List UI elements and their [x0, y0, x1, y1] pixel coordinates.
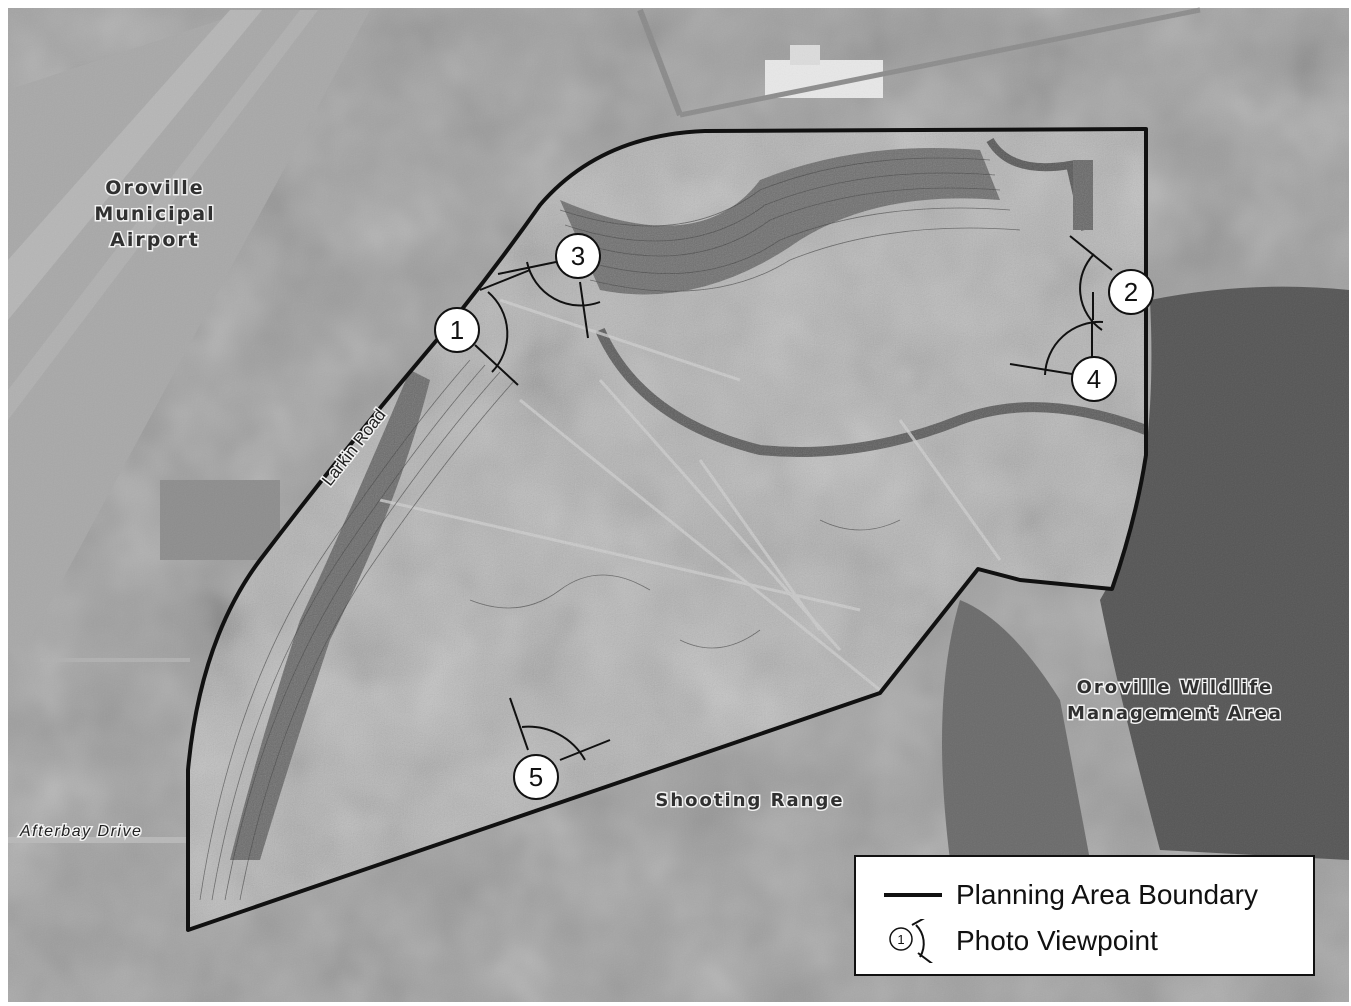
svg-text:3: 3 — [571, 241, 585, 271]
legend-row-viewpoint: 1 Photo Viewpoint — [856, 919, 1158, 963]
afterbay-drive-label: Afterbay Drive — [19, 823, 142, 840]
svg-text:Municipal: Municipal — [94, 203, 215, 225]
viewpoint-symbol-icon: 1 — [889, 919, 933, 963]
airport-label: Oroville Municipal Airport — [93, 176, 215, 253]
photo-viewpoint-5[interactable]: 5 — [509, 697, 611, 800]
svg-text:Management Area: Management Area — [1067, 703, 1283, 724]
boundary-line-swatch — [884, 893, 942, 897]
svg-text:Oroville: Oroville — [105, 177, 204, 199]
svg-text:5: 5 — [529, 762, 543, 792]
shooting-range-label: Shooting Range — [655, 790, 844, 811]
photo-viewpoint-4[interactable]: 4 — [1009, 320, 1117, 402]
legend-viewpoint-label: Photo Viewpoint — [956, 925, 1158, 956]
svg-text:4: 4 — [1087, 364, 1101, 394]
photo-viewpoint-3[interactable]: 3 — [497, 233, 601, 339]
svg-text:Oroville Wildlife: Oroville Wildlife — [1077, 677, 1274, 698]
legend-row-boundary: Planning Area Boundary — [856, 875, 1258, 915]
legend-boundary-label: Planning Area Boundary — [956, 879, 1258, 910]
svg-text:Airport: Airport — [110, 229, 200, 251]
photo-viewpoint-1[interactable]: 1 — [434, 269, 531, 386]
wildlife-area-label: Oroville Wildlife Management Area — [1066, 676, 1283, 726]
svg-text:1: 1 — [897, 932, 904, 947]
map-legend: Planning Area Boundary 1 Photo Viewpoint — [854, 855, 1315, 976]
svg-text:1: 1 — [450, 315, 464, 345]
svg-text:2: 2 — [1124, 277, 1138, 307]
planning-area-boundary — [186, 127, 1148, 932]
photo-viewpoint-2[interactable]: 2 — [1069, 235, 1154, 331]
